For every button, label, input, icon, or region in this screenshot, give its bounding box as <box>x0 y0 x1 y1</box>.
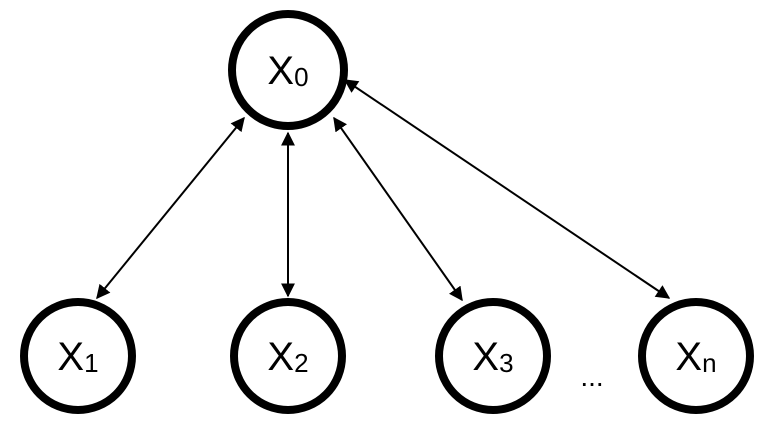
node-x2-circle <box>230 298 346 414</box>
node-x3-label: X3 <box>472 335 513 379</box>
node-x0-label: X0 <box>267 49 308 93</box>
node-x2: X2 <box>230 298 346 414</box>
node-x0: X0 <box>228 10 348 130</box>
node-x3: X3 <box>435 298 551 414</box>
node-xn-circle <box>638 298 754 414</box>
node-x2-label: X2 <box>267 335 308 379</box>
ellipsis: ... <box>580 361 603 392</box>
edge-x0-x1 <box>96 116 245 300</box>
node-xn: Xn <box>638 298 754 414</box>
node-x0-circle <box>228 10 348 130</box>
node-x1-circle <box>20 298 136 414</box>
node-xn-label: Xn <box>675 335 716 379</box>
node-x1: X1 <box>20 298 136 414</box>
edge-x0-xn <box>343 79 671 299</box>
node-x1-label: X1 <box>57 335 98 379</box>
node-x3-circle <box>435 298 551 414</box>
